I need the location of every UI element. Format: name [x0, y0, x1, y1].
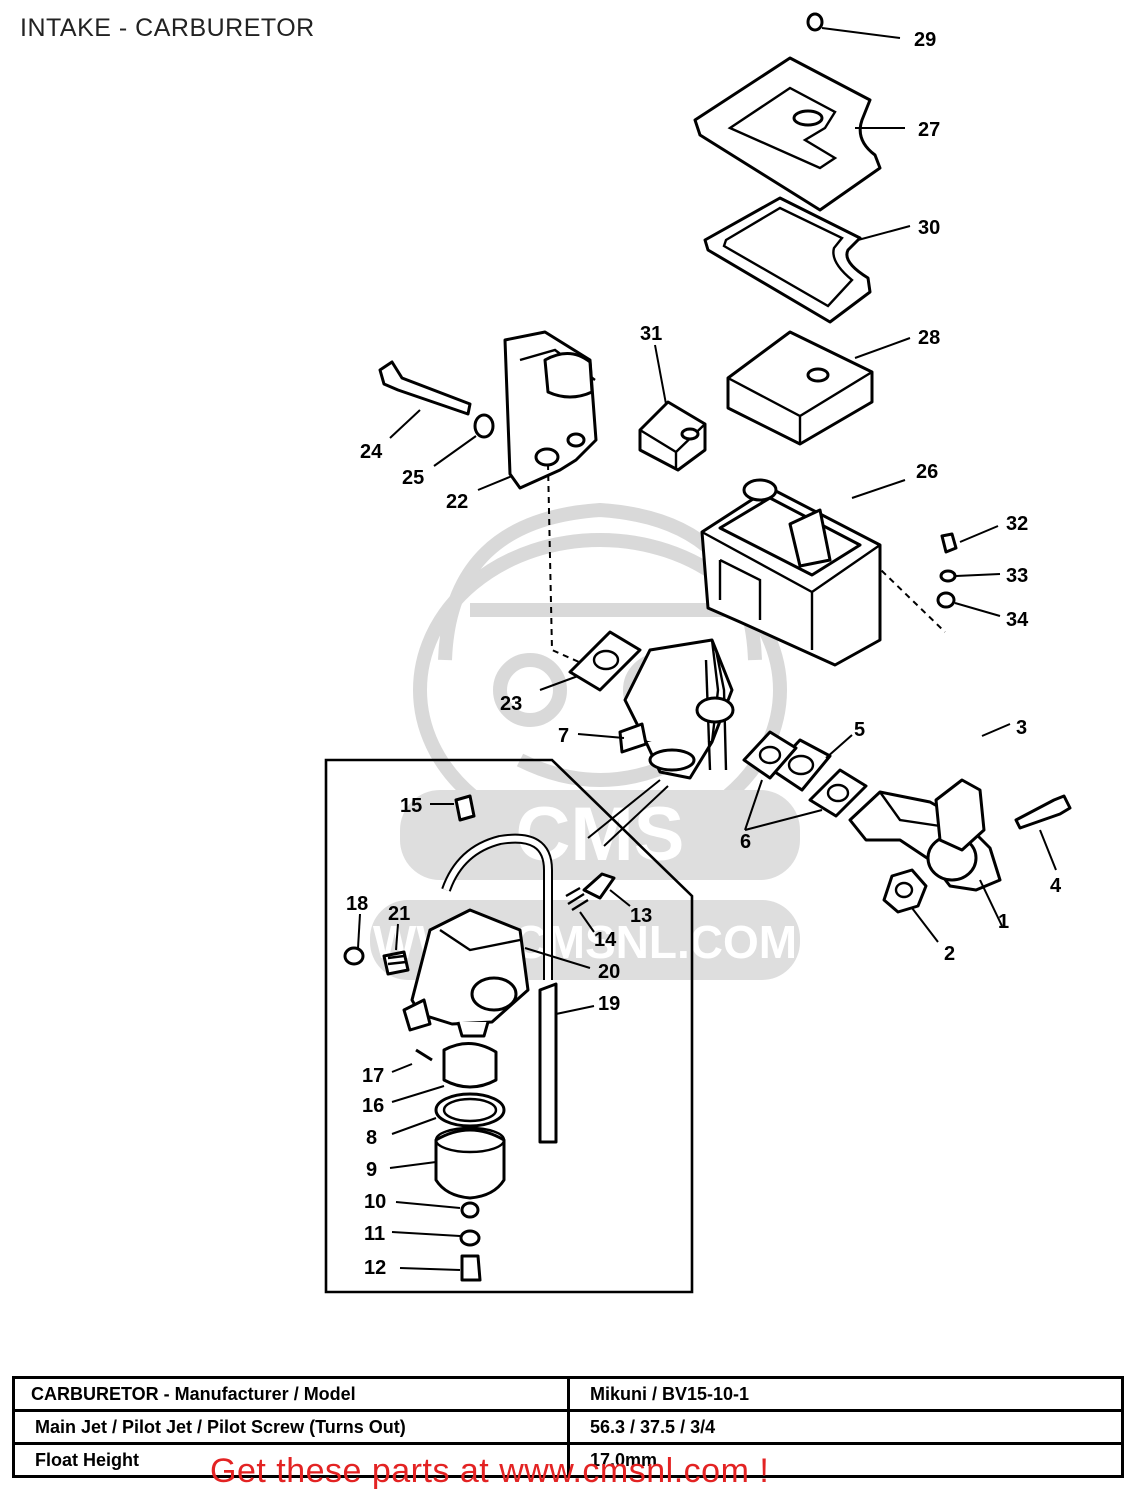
callout-8: 8	[366, 1127, 377, 1149]
callout-33: 33	[1006, 565, 1028, 587]
part-12-drain-bolt	[399, 1254, 482, 1282]
part-4-bolt	[1014, 794, 1072, 871]
callout-3: 3	[1016, 717, 1027, 739]
part-7-carburetor-assembly	[577, 638, 735, 780]
callout-10: 10	[364, 1191, 386, 1213]
callout-4: 4	[1050, 875, 1062, 897]
callout-20: 20	[598, 961, 620, 983]
part-32-screw	[940, 525, 999, 554]
part-34-collar	[936, 591, 1001, 617]
part-23-gasket	[539, 630, 642, 692]
spec-row-jets: Main Jet / Pilot Jet / Pilot Screw (Turn…	[12, 1409, 1124, 1445]
promo-link[interactable]: Get these parts at www.cmsnl.com !	[210, 1452, 770, 1490]
callout-13: 13	[630, 905, 652, 927]
callout-30: 30	[918, 217, 940, 239]
spec-value: Mikuni / BV15-10-1	[567, 1376, 1124, 1412]
callout-22: 22	[446, 491, 468, 513]
part-8-o-ring	[391, 1092, 506, 1135]
part-16-float	[391, 1042, 498, 1103]
callout-27: 27	[918, 119, 940, 141]
part-3-cover	[934, 723, 1011, 852]
callout-5: 5	[854, 719, 865, 741]
callout-31: 31	[640, 323, 662, 345]
part-24-bolt	[378, 360, 472, 439]
callout-7: 7	[558, 725, 569, 747]
callout-17: 17	[362, 1065, 384, 1087]
spec-label: Float Height	[12, 1442, 570, 1478]
part-29-screw	[806, 12, 901, 39]
callout-9: 9	[366, 1159, 377, 1181]
callout-29: 29	[914, 29, 936, 51]
part-31-rubber-grommet	[638, 344, 707, 472]
callout-34: 34	[1006, 609, 1029, 631]
part-9-float-bowl	[389, 1126, 506, 1200]
callout-24: 24	[360, 441, 383, 463]
callout-28: 28	[918, 327, 940, 349]
part-30-gasket	[703, 196, 911, 324]
part-10-washer	[395, 1201, 480, 1219]
part-17-clip	[391, 1048, 433, 1073]
callout-15: 15	[400, 795, 422, 817]
carburetor-detail-inset	[324, 758, 694, 1294]
part-11-gasket	[391, 1229, 481, 1247]
part-25-washer	[433, 413, 495, 467]
callout-labels: 29 27 30 31 28 24 25 22 26 32 33 34 23 7…	[346, 29, 1062, 1279]
spec-label: CARBURETOR - Manufacturer / Model	[12, 1376, 570, 1412]
part-27-cover-plate	[693, 56, 905, 212]
callout-19: 19	[598, 993, 620, 1015]
part-6-gasket-a	[742, 730, 798, 780]
spec-row-model: CARBURETOR - Manufacturer / Model Mikuni…	[12, 1376, 1124, 1412]
callout-2: 2	[944, 943, 955, 965]
part-15-screw	[430, 794, 476, 822]
page-title: INTAKE - CARBURETOR	[20, 14, 315, 42]
guide-line-22-23	[547, 463, 589, 667]
part-19-tube	[538, 982, 595, 1144]
callout-6: 6	[740, 831, 751, 853]
callout-21: 21	[388, 903, 410, 925]
leader-6	[744, 779, 823, 831]
callout-1: 1	[998, 911, 1009, 933]
callout-23: 23	[500, 693, 522, 715]
carburetor-spec-table: CARBURETOR - Manufacturer / Model Mikuni…	[12, 1376, 1124, 1478]
callout-12: 12	[364, 1257, 386, 1279]
spec-value: 17.0mm	[567, 1442, 1124, 1478]
spec-label: Main Jet / Pilot Jet / Pilot Screw (Turn…	[12, 1409, 570, 1445]
callout-16: 16	[362, 1095, 384, 1117]
part-18-screw	[343, 913, 365, 966]
part-21-spring	[382, 923, 410, 976]
part-2-knob	[882, 868, 939, 943]
callout-26: 26	[916, 461, 938, 483]
part-carburetor-body	[402, 908, 530, 1038]
part-6-gasket-b	[808, 768, 868, 818]
inset-pointer	[587, 779, 669, 847]
spec-row-float-height: Float Height 17.0mm	[12, 1442, 1124, 1478]
part-13-screw	[582, 872, 631, 907]
callout-14: 14	[594, 929, 617, 951]
exploded-parts-diagram: CMS WWW.CMSNL.COM	[324, 12, 1072, 1294]
part-22-bracket	[477, 330, 598, 491]
callout-18: 18	[346, 893, 368, 915]
callout-32: 32	[1006, 513, 1028, 535]
callout-25: 25	[402, 467, 424, 489]
part-33-washer	[939, 569, 1001, 583]
part-20-fuel-tube	[441, 833, 591, 980]
part-26-air-cleaner-case	[700, 478, 906, 667]
part-28-air-filter-element	[726, 330, 911, 446]
callout-11: 11	[364, 1223, 385, 1245]
part-14-spring	[565, 886, 595, 933]
spec-value: 56.3 / 37.5 / 3/4	[567, 1409, 1124, 1445]
